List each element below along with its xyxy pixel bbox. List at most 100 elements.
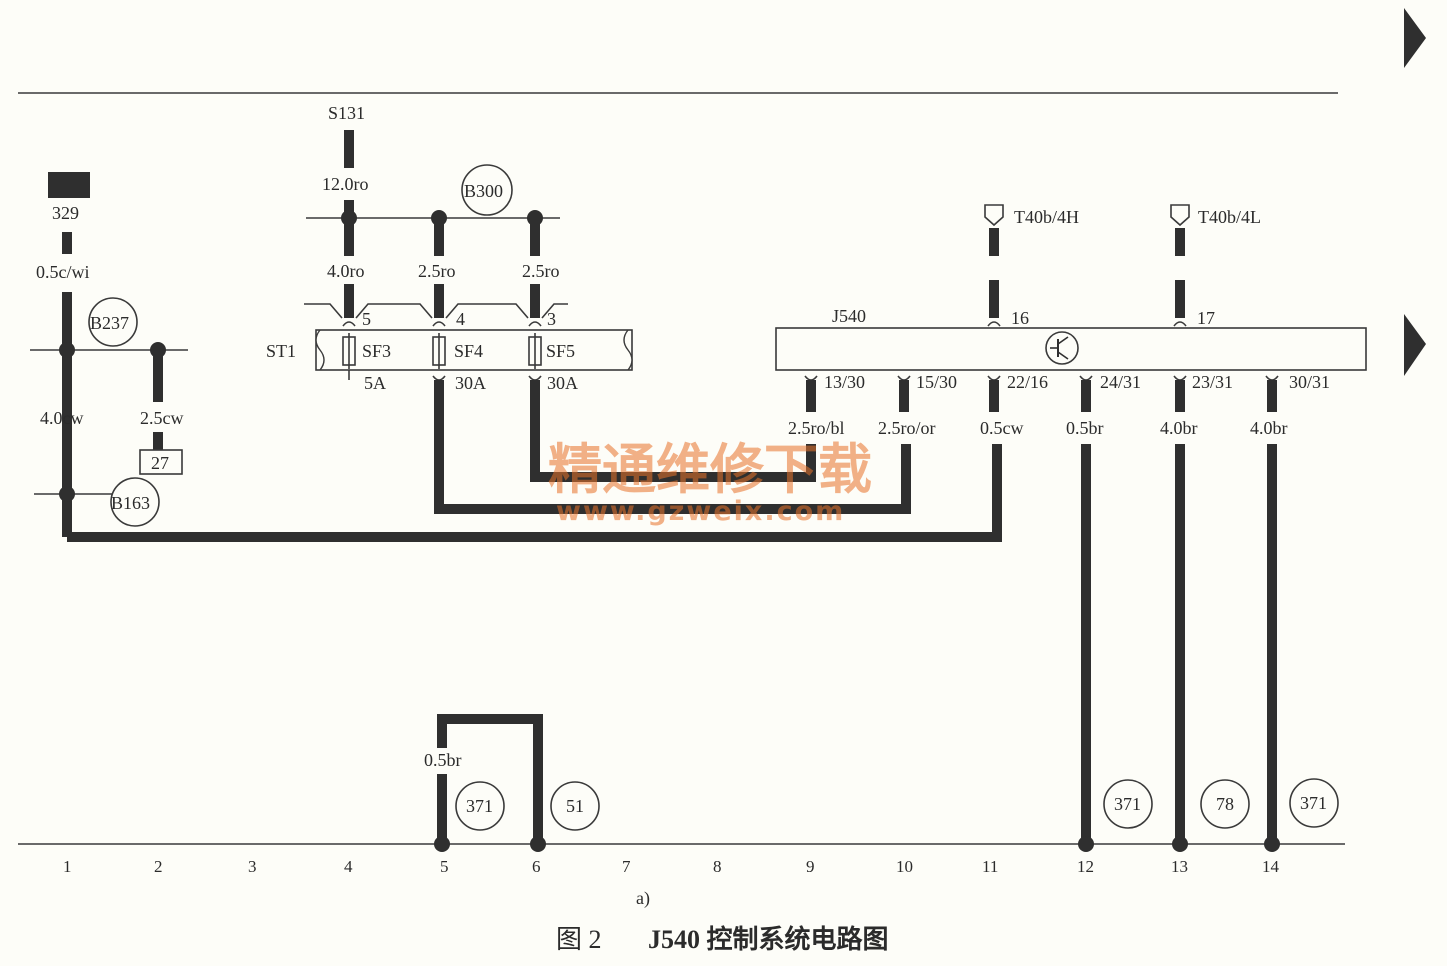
wire-label-25roor: 2.5ro/or: [878, 418, 936, 438]
wire-sf4-to-pin-15-30: [434, 380, 911, 514]
column-number: 14: [1262, 857, 1280, 876]
junction: [59, 486, 75, 502]
connector-can-high-icon: [984, 204, 1004, 227]
connector-27: [139, 449, 183, 475]
pin-marker: [432, 375, 446, 381]
wire-ground-loop-5-6: [437, 714, 543, 844]
ground-ref-78-col13-text: 78: [1216, 794, 1234, 814]
transistor-icon-collector: [1057, 336, 1069, 345]
module-pin-30-31: 30/31: [1289, 372, 1330, 392]
connector-can-low-icon: [1170, 204, 1190, 227]
pin-marker: [528, 375, 542, 381]
wire-sf5-to-pin-13-30: [530, 380, 816, 482]
ground-ref-371-col14-text: 371: [1300, 793, 1327, 813]
column-number: 7: [622, 857, 631, 876]
module-j540-label: J540: [832, 306, 866, 326]
fuse-sf5-rating: 30A: [547, 373, 578, 393]
fuse-sf5-label: SF5: [546, 341, 575, 361]
bus-label-b163: [110, 477, 160, 527]
next-page-arrow-middle[interactable]: [1404, 314, 1426, 376]
bus-label-b300-text: B300: [464, 181, 503, 201]
terminal-329: [48, 172, 90, 198]
source-s131-label: S131: [328, 103, 365, 123]
fuse-pin-5: 5: [362, 309, 371, 329]
pin-marker: [528, 321, 542, 327]
module-pin-24-31: 24/31: [1100, 372, 1141, 392]
module-pin-13-30: 13/30: [824, 372, 865, 392]
fuse-sf4-label: SF4: [454, 341, 483, 361]
wire-label-40br-a: 4.0br: [1160, 418, 1198, 438]
bus-label-b163-text: B163: [111, 493, 150, 513]
fuse-block-top-trace: [304, 303, 568, 319]
column-number: 8: [713, 857, 722, 876]
ground-junction: [1172, 836, 1188, 852]
bus-label-b300: [461, 164, 513, 216]
watermark-cn: 精通维修下载: [548, 438, 872, 501]
pin-marker: [1173, 321, 1187, 327]
ground-ref-371-col5: [455, 781, 505, 831]
pin-marker: [1079, 375, 1093, 381]
can-low-pin: 17: [1197, 308, 1215, 328]
column-number: 13: [1171, 857, 1188, 876]
wire-label-40ro: 4.0ro: [327, 261, 365, 281]
wire-label-40br-b: 4.0br: [1250, 418, 1288, 438]
ground-ref-51-col6: [550, 781, 600, 831]
module-pin-22-16: 22/16: [1007, 372, 1048, 392]
junction: [59, 342, 75, 358]
fuse-block-label: ST1: [266, 341, 296, 361]
pin-marker: [432, 321, 446, 327]
fuse-pin-4: 4: [456, 309, 465, 329]
pin-marker: [342, 321, 356, 327]
column-number: 2: [154, 857, 163, 876]
figure-title: J540 控制系统电路图: [648, 924, 889, 954]
can-low-label: T40b/4L: [1198, 207, 1261, 227]
wire-label-25robl: 2.5ro/bl: [788, 418, 845, 438]
fuse-block-break-left: [315, 329, 325, 371]
watermark-url: www.gzweix.com: [556, 496, 845, 527]
fuse-block-break-right: [623, 329, 633, 371]
ground-ref-51-col6-text: 51: [566, 796, 584, 816]
label-background: [420, 748, 466, 774]
ground-ref-371-col14: [1289, 778, 1339, 828]
wire-label-25cw: 2.5cw: [140, 408, 184, 428]
next-page-arrow-top[interactable]: [1404, 8, 1426, 68]
column-number: 12: [1077, 857, 1094, 876]
ground-junction: [434, 836, 450, 852]
wire-label-05cw: 0.5cw: [980, 418, 1024, 438]
wire-label-05cwi: 0.5c/wi: [36, 262, 90, 282]
column-number: 6: [532, 857, 541, 876]
ground-junction: [1078, 836, 1094, 852]
column-number: 10: [896, 857, 913, 876]
fuse-sf4-rating: 30A: [455, 373, 486, 393]
subfigure-label: a): [636, 888, 650, 909]
ground-junction: [530, 836, 546, 852]
bus-label-b237-text: B237: [90, 313, 129, 333]
fuse-block-st1: [315, 329, 633, 371]
ground-ref-371-col12-text: 371: [1114, 794, 1141, 814]
module-pin-15-30: 15/30: [916, 372, 957, 392]
wire-label-40cw: 4.0cw: [40, 408, 84, 428]
column-number: 11: [982, 857, 998, 876]
transistor-icon: [1045, 331, 1079, 365]
ground-ref-78-col13: [1200, 779, 1250, 829]
pin-marker: [987, 321, 1001, 327]
pin-marker: [804, 375, 818, 381]
pin-marker: [897, 375, 911, 381]
ground-junction: [1264, 836, 1280, 852]
column-number: 5: [440, 857, 449, 876]
bus-label-b237: [88, 297, 138, 347]
fuse-pin-3: 3: [547, 309, 556, 329]
pin-marker: [987, 375, 1001, 381]
fuse-sf3-label: SF3: [362, 341, 391, 361]
junction: [341, 210, 357, 226]
transistor-icon-emitter: [1057, 351, 1069, 360]
can-high-label: T40b/4H: [1014, 207, 1079, 227]
figure-number: 图 2: [556, 925, 602, 954]
wire-col1-to-pin-22-16: [67, 444, 1002, 542]
pin-marker: [1173, 375, 1187, 381]
ground-ref-371-col5-text: 371: [466, 796, 493, 816]
wire-label-12ro: 12.0ro: [322, 174, 369, 194]
module-pin-23-31: 23/31: [1192, 372, 1233, 392]
column-number: 1: [63, 857, 72, 876]
